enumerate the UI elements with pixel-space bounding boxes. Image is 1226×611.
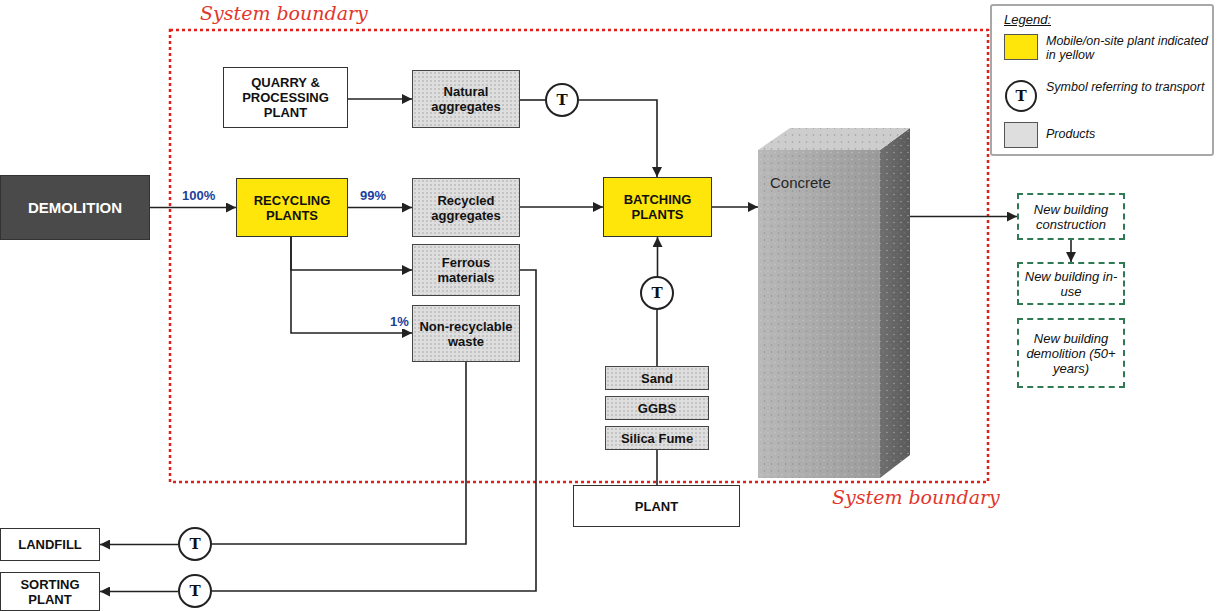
product-box: Ferrous materials [412,244,520,296]
source-box: DEMOLITION [0,175,150,240]
stage-box: New building in-use [1017,262,1125,305]
legend-text: Mobile/on-site plant indicated in yellow [1046,34,1208,62]
destination-box: SORTING PLANT [0,572,100,611]
node-text: RECYCLING PLANTS [241,193,343,223]
node-text: Sand [641,371,673,386]
flow-arrow [150,207,236,209]
node-text: T [556,91,567,109]
legend-swatch [1004,122,1038,148]
stage-box: New building construction [1017,193,1125,240]
node-text: T [189,582,200,600]
node-text: T [651,284,662,302]
beam-texture [758,128,910,150]
system-boundary [170,30,988,482]
flow-arrow [291,237,412,270]
product-box: GGBS [605,396,709,420]
product-box: Recycled aggregates [412,178,520,237]
legend-text: Products [1046,127,1208,141]
node-text: Non-recyclable waste [417,319,515,349]
transport-symbol: T [545,83,579,117]
flow-arrow [1070,240,1072,262]
node-text: LANDFILL [18,537,82,552]
beam-texture [758,150,880,478]
edge-label: 1% [388,314,411,329]
transport-symbol: T [178,574,212,608]
process-box: PLANT [573,485,740,527]
node-text: New building in-use [1023,269,1119,299]
flow-arrow [657,237,659,276]
node-text: New building construction [1023,202,1119,232]
edge-label: 100% [180,188,217,203]
boundary-label: System boundary [200,2,368,24]
transport-symbol: T [640,276,674,310]
beam-top [758,128,910,150]
flow-arrow [100,544,178,546]
flow-arrow [520,206,603,208]
concrete-beam-node: Concrete [758,128,910,478]
node-text: SORTING PLANT [5,577,95,607]
node-text: GGBS [638,401,676,416]
node-text: Concrete [770,174,831,191]
node-text: PLANT [635,499,678,514]
product-box: Silica Fume [605,426,709,450]
flow-arrow [656,310,658,366]
edge-label: 99% [358,188,388,203]
flow-arrow [212,270,536,591]
stage-box: New building demolition (50+ years) [1017,318,1125,388]
node-text: Natural aggregates [417,84,515,114]
flow-arrow [212,362,466,544]
flow-arrow [520,99,545,101]
destination-box: LANDFILL [0,528,100,561]
legend-box: Legend: Mobile/on-site plant indicated in… [990,4,1214,156]
node-text: Recycled aggregates [417,193,515,223]
flow-arrow [579,100,657,177]
node-text: BATCHING PLANTS [608,192,707,222]
concrete-beam [758,128,910,478]
node-text: QUARRY & PROCESSING PLANT [228,75,343,120]
transport-symbol: T [178,527,212,561]
node-text: DEMOLITION [28,199,122,216]
boundary-label: System boundary [832,486,1000,508]
process-box: QUARRY & PROCESSING PLANT [223,67,348,128]
product-box: Non-recyclable waste [412,305,520,362]
legend-text: Symbol referring to transport [1046,80,1208,94]
legend-symbol-text: T [1015,87,1026,105]
flow-arrow [910,216,1017,218]
plant-box: RECYCLING PLANTS [236,178,348,237]
flow-arrow [348,98,412,100]
node-text: Silica Fume [621,431,693,446]
node-text: Ferrous materials [417,255,515,285]
flow-arrow [291,237,412,333]
product-box: Sand [605,366,709,390]
plant-box: BATCHING PLANTS [603,177,712,237]
product-box: Natural aggregates [412,70,520,128]
flow-arrow [656,450,658,485]
node-text: T [189,535,200,553]
flow-arrow [100,591,178,593]
legend-swatch [1004,34,1038,60]
beam-side [880,128,910,478]
legend-heading: Legend: [1004,12,1051,27]
flow-arrow [348,207,412,209]
beam-texture [880,128,910,478]
beam-front [758,150,880,478]
node-text: New building demolition (50+ years) [1023,331,1119,376]
legend-transport-symbol: T [1005,80,1037,112]
flow-arrow [712,206,758,208]
